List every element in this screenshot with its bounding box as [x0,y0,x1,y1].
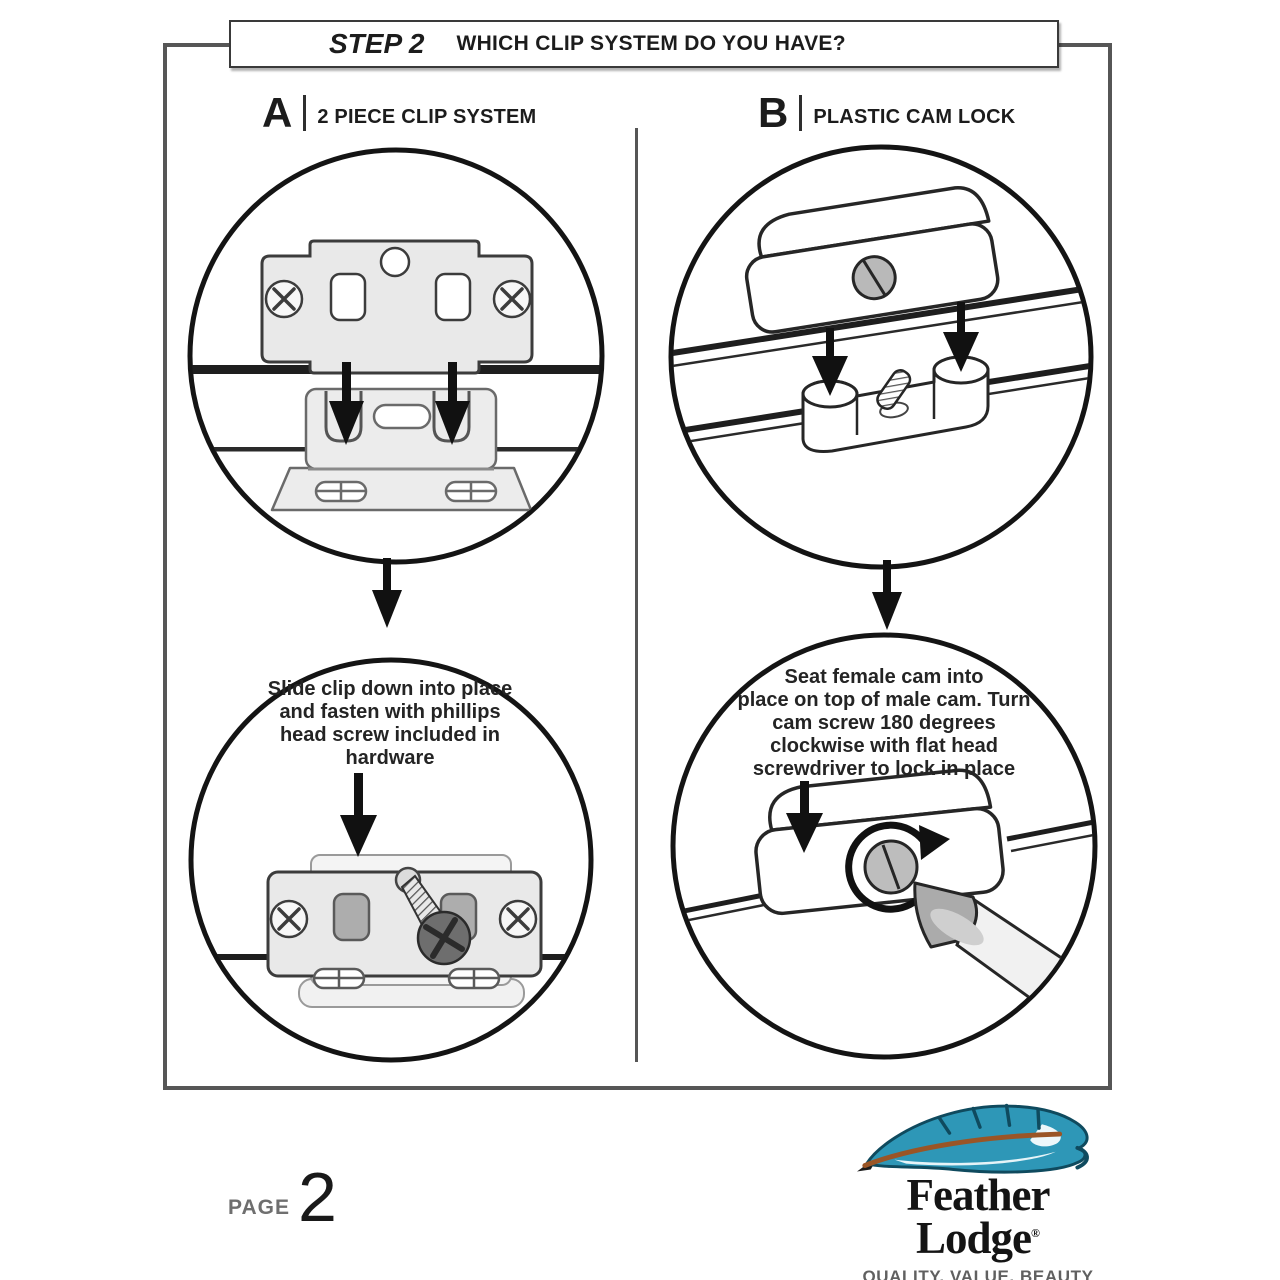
section-a-bar [303,95,307,131]
assembled-cam-lock [754,768,1005,916]
rotate-clockwise-arrow-icon [845,821,929,913]
instruction-line: Seat female cam into [784,666,984,688]
section-divider [635,128,638,1062]
plate-square-hole-right [434,272,472,322]
down-arrow-icon [435,362,470,445]
plastic-cam-lock-exploded-diagram [668,144,1094,570]
down-arrow-icon [372,558,402,628]
phillips-screw-icon [492,279,532,319]
down-arrow-icon [786,781,823,853]
flat-head-screwdriver-tip [913,881,984,949]
registered-mark: ® [1031,1225,1040,1240]
flange-slot-right [447,967,501,990]
brand-name-line: Feather Lodge® [842,1173,1114,1261]
page-label: PAGE [228,1195,290,1219]
flange-slot-left [312,967,366,990]
clip-notch-left [324,391,363,443]
instruction-line: hardware [345,747,435,769]
page-number: 2 [297,1158,337,1236]
instruction-text-a: Slide clip down into place and fasten wi… [256,678,524,770]
two-piece-clip-exploded-diagram [187,147,605,565]
section-a-title: 2 PIECE CLIP SYSTEM [317,105,537,128]
section-b-bar [799,95,803,131]
instruction-line: clockwise with flat head [770,735,998,757]
phillips-screw-icon [264,279,304,319]
instruction-line: place on top of male cam. Turn [737,689,1031,711]
phillips-screw-icon [498,899,538,939]
instruction-line: screwdriver to lock in place [752,758,1016,780]
page-number-block: PAGE 2 [228,1158,337,1236]
plank-seam-line [1010,832,1093,853]
flange-slot-left [314,480,368,503]
step-header: STEP 2 WHICH CLIP SYSTEM DO YOU HAVE? [229,20,1059,68]
instruction-line: and fasten with phillips [279,701,501,723]
down-arrow-icon [943,302,979,372]
instruction-line: cam screw 180 degrees [772,712,996,734]
instruction-text-b: Seat female cam into place on top of mal… [718,666,1050,781]
brand-tagline: QUALITY, VALUE, BEAUTY [862,1266,1094,1280]
clip-fasten-diagram [188,657,594,1063]
male-cam [744,186,1000,334]
rotate-arrowhead [919,825,950,860]
cam-screw-small [876,369,912,411]
instruction-line: head screw included in [279,724,501,746]
clip-tab-left [332,892,371,942]
section-b-letter: B [758,89,789,136]
flange-slot-right [444,480,498,503]
plank-seam-line [673,284,1089,357]
driven-phillips-screw [394,866,472,966]
section-a-letter: A [262,89,293,136]
section-a-header: A 2 PIECE CLIP SYSTEM [262,92,536,134]
plate-round-hole [379,246,411,278]
section-b-header: B PLASTIC CAM LOCK [758,92,1015,134]
instruction-line: Slide clip down into place [267,678,513,700]
clip-slot [372,403,432,430]
step-question: WHICH CLIP SYSTEM DO YOU HAVE? [456,32,846,55]
plank-seam-line [673,298,1089,369]
feather-icon [856,1103,1089,1174]
section-b-title: PLASTIC CAM LOCK [813,105,1016,128]
down-arrow-icon [812,328,848,396]
mounting-plate [260,239,534,375]
plank-seam-line [675,891,770,917]
clip-bottom-piece [270,387,533,512]
plate-square-hole-left [329,272,367,322]
brand-logo: Feather Lodge® QUALITY, VALUE, BEAUTY ww… [842,1098,1114,1280]
down-arrow-icon [872,560,902,630]
phillips-screw-icon [269,899,309,939]
down-arrow-icon [329,362,364,445]
cam-lock-turn-diagram [670,632,1098,1060]
plank-seam-line [1006,818,1093,842]
down-arrow-icon [340,773,377,857]
step-label: STEP 2 [329,28,425,59]
brand-name: Feather Lodge [906,1170,1051,1263]
